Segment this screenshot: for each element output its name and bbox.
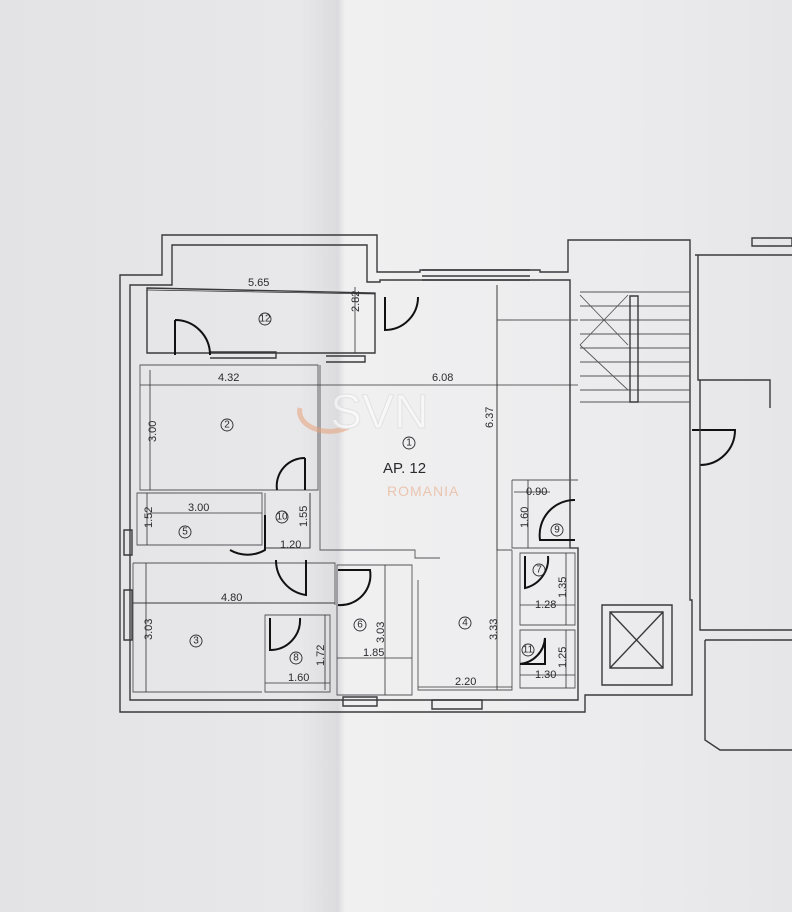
- dim-r4-width: 2.20: [455, 676, 476, 688]
- svg-text:1: 1: [406, 438, 412, 449]
- svg-text:12: 12: [259, 314, 271, 325]
- door-room12: [174, 319, 211, 356]
- dim-r10-depth: 1.55: [298, 506, 310, 527]
- dim-r1-width: 6.08: [432, 372, 453, 384]
- room-6-label: 6: [353, 618, 367, 632]
- dim-r7-depth: 1.35: [557, 577, 569, 598]
- dim-r3-width: 4.80: [221, 592, 242, 604]
- dim-r5-depth: 1.52: [143, 507, 155, 528]
- door-room6: [337, 569, 372, 607]
- dim-r10-width: 1.20: [280, 539, 301, 551]
- outer-walls: [119, 234, 693, 713]
- svg-text:11: 11: [523, 645, 534, 656]
- dim-r5-width: 3.00: [188, 502, 209, 514]
- svg-text:4: 4: [462, 618, 468, 629]
- room-11-label: 11: [521, 643, 535, 657]
- svg-text:SVN: SVN: [330, 386, 429, 439]
- dim-r2-depth: 3.00: [147, 421, 159, 442]
- svg-text:ROMANIA: ROMANIA: [387, 483, 459, 499]
- door-entrance: [384, 296, 419, 332]
- room-3-label: 3: [189, 634, 203, 648]
- door-room7: [524, 555, 550, 590]
- dim-r2-width: 4.32: [218, 372, 239, 384]
- door-stair: [692, 429, 737, 466]
- dimension-lines: [133, 285, 578, 695]
- dim-r9-width: 0.90: [526, 486, 547, 498]
- svg-text:3: 3: [193, 636, 199, 647]
- svg-text:5: 5: [182, 527, 188, 538]
- room-numbers: 1 2 3 4 5 6 7 8 9 10 11 12: [178, 312, 564, 665]
- svg-text:10: 10: [276, 512, 288, 523]
- dim-r8-depth: 1.72: [315, 645, 327, 666]
- door-room9: [538, 498, 576, 541]
- interior-walls: [132, 285, 578, 696]
- dim-r8-width: 1.60: [288, 672, 309, 684]
- svg-text:7: 7: [536, 565, 542, 576]
- room-9-label: 9: [550, 523, 564, 537]
- room-4-label: 4: [458, 616, 472, 630]
- watermark-swoosh-icon: [297, 407, 352, 434]
- room-12-label: 12: [258, 312, 272, 326]
- neighbour-apartment: [695, 254, 792, 751]
- dim-r9-depth: 1.60: [519, 507, 531, 528]
- stairwell: [579, 237, 792, 751]
- watermark-logo: SVN ROMANIA: [297, 386, 459, 499]
- svg-text:2: 2: [224, 420, 230, 431]
- dim-r12-depth: 2.82: [350, 291, 362, 312]
- dim-r6-depth: 3.03: [375, 622, 387, 643]
- dim-r11-width: 1.30: [535, 669, 556, 681]
- window-top: [422, 269, 530, 281]
- elevator: [601, 604, 673, 686]
- window-left: [123, 529, 133, 641]
- door-room8: [269, 617, 302, 652]
- window-balcony: [210, 351, 366, 363]
- dimension-labels: 5.65 2.82 4.32 6.08 3.00 6.37 3.00 1.52 …: [143, 277, 569, 688]
- doors: [174, 296, 737, 665]
- dim-r7-width: 1.28: [535, 599, 556, 611]
- window-bottom: [342, 696, 483, 710]
- door-room11: [519, 637, 546, 665]
- dim-r1-depth: 6.37: [484, 407, 496, 428]
- dim-r11-depth: 1.25: [557, 647, 569, 668]
- svg-text:8: 8: [293, 653, 299, 664]
- svg-text:9: 9: [554, 525, 560, 536]
- svg-text:6: 6: [357, 620, 363, 631]
- dim-r6-width: 1.85: [363, 647, 384, 659]
- door-room2: [275, 456, 306, 491]
- dim-r4-depth: 3.33: [488, 619, 500, 640]
- room-1-label: 1: [402, 436, 416, 450]
- door-room10: [229, 515, 266, 556]
- room-8-label: 8: [289, 651, 303, 665]
- dim-r12-width: 5.65: [248, 277, 269, 289]
- door-room3: [274, 559, 307, 597]
- room-7-label: 7: [532, 563, 546, 577]
- room-2-label: 2: [220, 418, 234, 432]
- room-10-label: 10: [275, 510, 289, 524]
- room-5-label: 5: [178, 525, 192, 539]
- apartment-title: AP. 12: [383, 460, 426, 477]
- dim-r3-depth: 3.03: [143, 619, 155, 640]
